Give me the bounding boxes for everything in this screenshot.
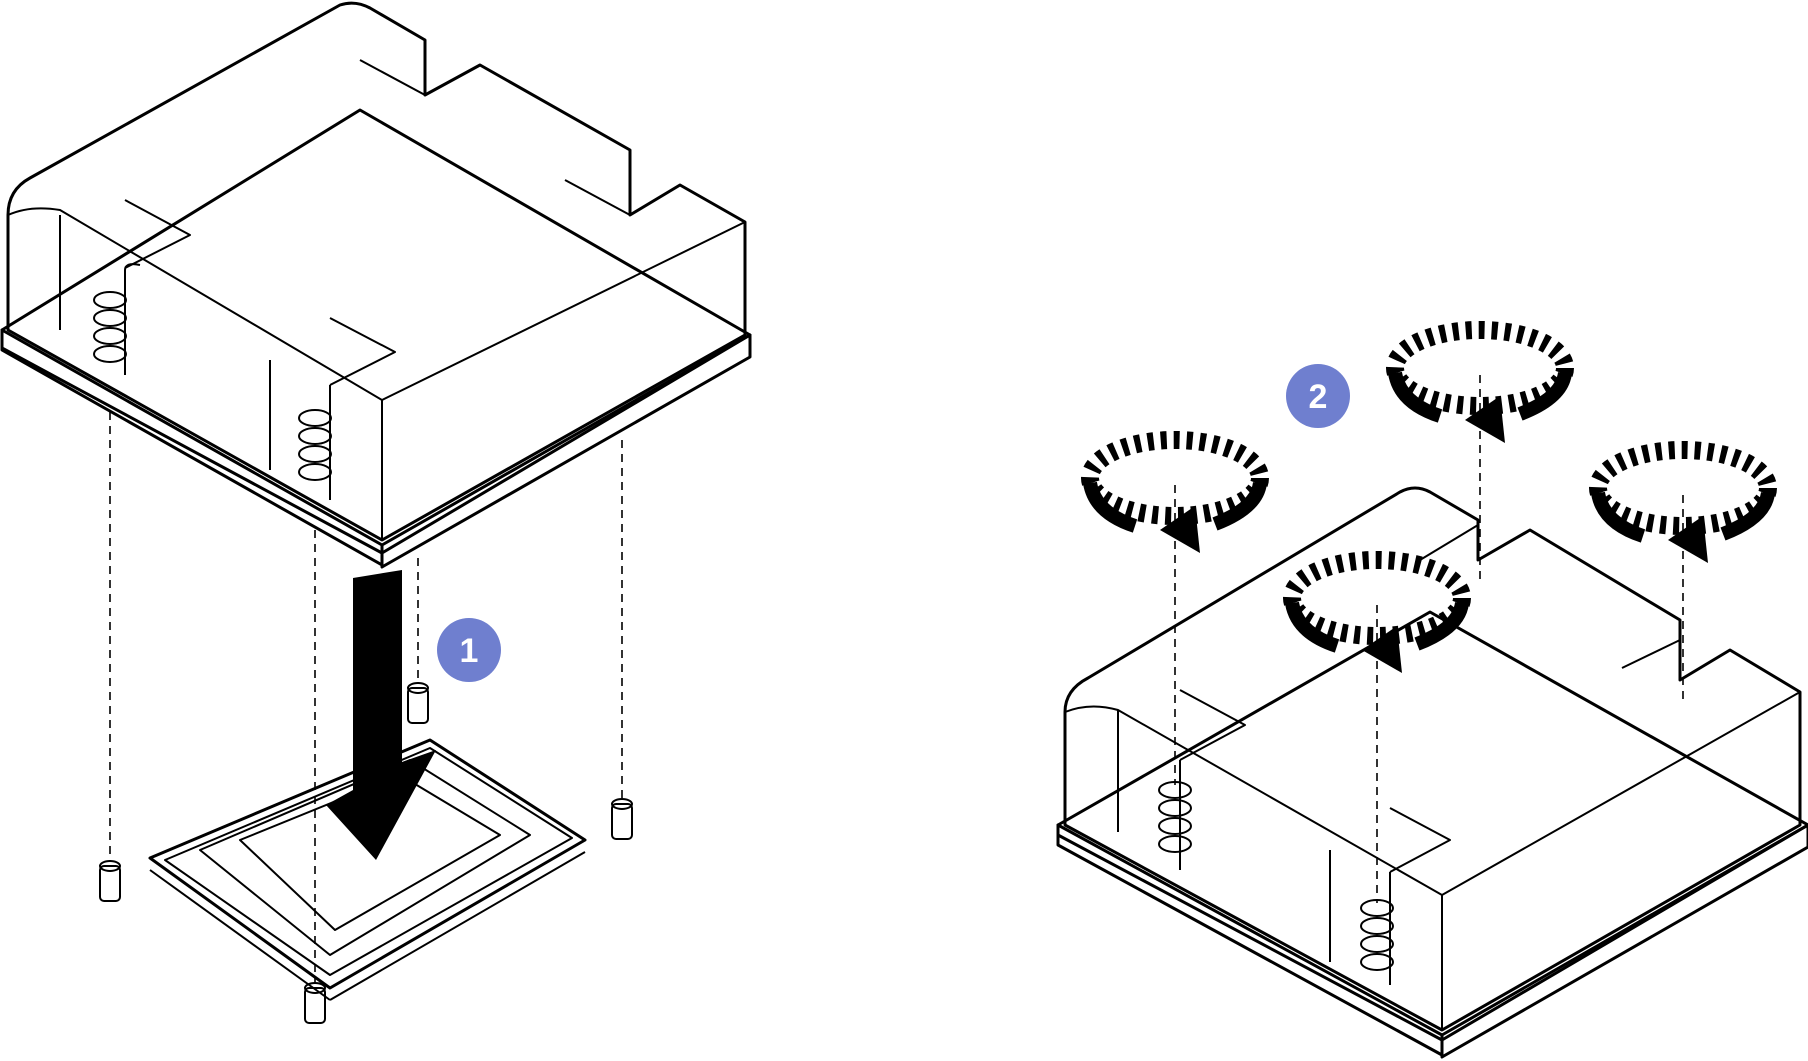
rotate-clockwise-icon [1283, 551, 1471, 673]
captive-screw [298, 409, 332, 481]
heatsink-step-2 [1056, 486, 1808, 1059]
heatsink-step-1 [0, 1, 752, 569]
step-2-number: 2 [1309, 378, 1328, 416]
rotate-clockwise-icon [1386, 321, 1574, 443]
arrow-down-icon [326, 570, 436, 860]
step-1-number: 1 [460, 632, 479, 670]
step-1-illustration: 1 [0, 1, 752, 1024]
standoff-post [304, 982, 326, 1024]
rotate-clockwise-icon [1589, 441, 1777, 563]
step-2-badge-circle [1286, 364, 1350, 428]
step-1-badge: 1 [437, 618, 501, 682]
alignment-guides [109, 412, 623, 984]
step-2-badge: 2 [1286, 364, 1350, 428]
standoff-posts [99, 682, 633, 1024]
standoff-post [611, 798, 633, 840]
standoff-post [407, 682, 429, 724]
captive-screw [1158, 781, 1192, 853]
captive-screw [1360, 899, 1394, 971]
captive-screw [93, 291, 127, 363]
step-1-badge-circle [437, 618, 501, 682]
rotate-clockwise-icon [1081, 431, 1269, 553]
step-2-illustration: 2 [1056, 321, 1808, 1059]
standoff-post [99, 860, 121, 902]
